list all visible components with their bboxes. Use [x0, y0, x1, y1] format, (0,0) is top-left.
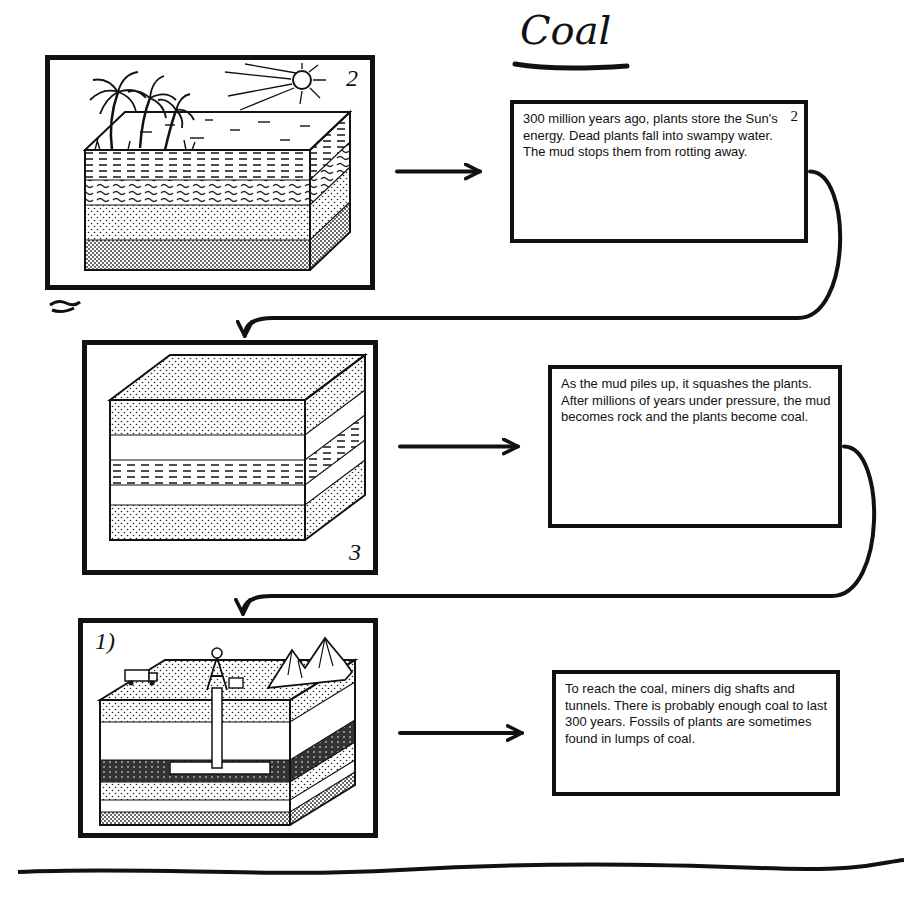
winding-wheel	[212, 648, 222, 658]
palm-fronds	[90, 72, 194, 128]
caption-box: As the mud piles up, it squashes the pla…	[548, 365, 842, 528]
rock-layer	[310, 202, 350, 270]
swamp-grass	[95, 138, 195, 150]
block-outline	[85, 112, 350, 270]
block-outline	[100, 660, 355, 825]
bottom-rule	[18, 860, 904, 873]
flow-arrow	[400, 445, 518, 449]
layer-boundary	[100, 682, 355, 812]
sun-rays	[225, 63, 326, 110]
title-underline	[515, 64, 627, 68]
callout-number: 3	[339, 536, 371, 568]
callout-number: 2	[791, 108, 799, 125]
plant-layer	[85, 180, 310, 205]
scribble	[50, 301, 80, 311]
truck-wheel	[150, 681, 155, 686]
mine-shaft	[212, 688, 222, 768]
truck-body	[125, 670, 149, 681]
diagram-title: Coal	[520, 7, 611, 53]
layer-boundary	[110, 390, 365, 505]
caption-text: As the mud piles up, it squashes the pla…	[561, 376, 832, 426]
caption-text: To reach the coal, miners dig shafts and…	[565, 681, 830, 748]
title-holder: Coal	[520, 8, 611, 52]
rock-layer	[110, 400, 305, 435]
rock-layer	[100, 812, 290, 825]
callout-number: 1)	[85, 625, 125, 657]
sand-layer	[85, 205, 310, 240]
truck-wheel	[129, 681, 134, 686]
rock-layer	[100, 700, 290, 722]
plant-layer	[110, 460, 305, 485]
rock-layer	[85, 240, 310, 270]
picture-panel: 3	[82, 340, 378, 575]
mud-layer	[85, 150, 310, 180]
headframe	[207, 657, 227, 690]
swamp-water	[140, 120, 310, 140]
caption-text: 300 million years ago, plants store the …	[523, 111, 787, 161]
flow-arrow	[400, 731, 522, 735]
flow-arrow	[397, 170, 480, 174]
spoil-heap	[268, 638, 352, 688]
picture-panel: 2	[45, 55, 375, 290]
caption-box: To reach the coal, miners dig shafts and…	[552, 670, 840, 796]
sun	[293, 71, 311, 89]
rock-layer	[100, 782, 290, 800]
coal-seam	[100, 760, 290, 782]
mine-building	[229, 678, 243, 688]
truck-cab	[149, 673, 157, 681]
rock-layer	[110, 505, 305, 540]
callout-number: 2	[336, 62, 368, 94]
picture-panel: 1)	[78, 618, 378, 838]
spoil-hatching	[288, 638, 333, 678]
block-outline	[110, 355, 365, 540]
block-top	[85, 112, 350, 150]
rock-layer	[305, 460, 365, 540]
caption-box: 300 million years ago, plants store the …	[510, 100, 808, 243]
